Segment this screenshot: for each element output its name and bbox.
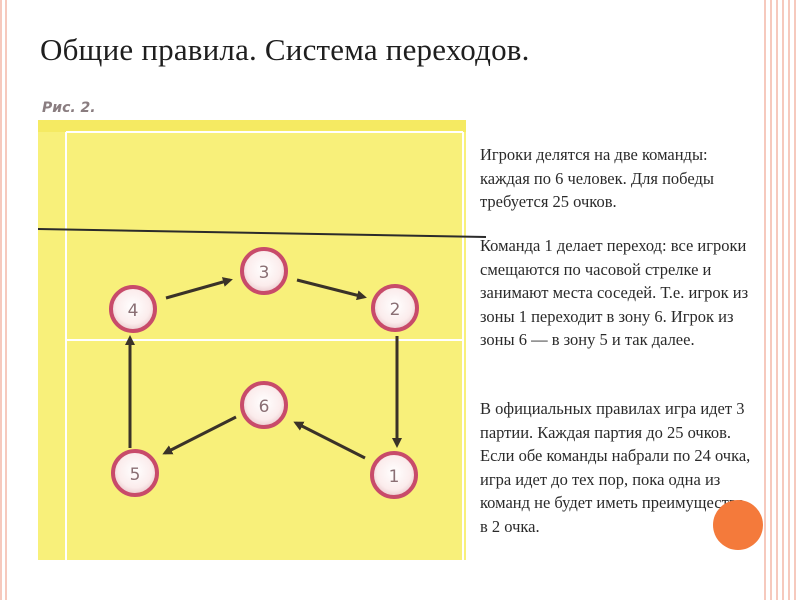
player-zone-1: 1 [370, 451, 418, 499]
zone-6-label: 6 [259, 397, 270, 417]
zone-2-label: 2 [390, 300, 401, 320]
player-zone-4: 4 [109, 285, 157, 333]
figure-label: Рис. 2. [42, 100, 96, 116]
paragraph-rotation: Команда 1 делает переход: все игроки сме… [480, 236, 749, 349]
arrow-4-to-3 [165, 277, 233, 300]
left-decor-stripes [0, 0, 10, 600]
court-top-band [38, 120, 466, 132]
player-zone-2: 2 [371, 284, 419, 332]
slide-title: Общие правила. Система переходов. [40, 32, 530, 67]
right-decor-stripes [760, 0, 800, 600]
orange-decor-circle [713, 500, 763, 550]
player-zone-3: 3 [240, 247, 288, 295]
player-zone-6: 6 [240, 381, 288, 429]
arrow-6-to-5 [162, 415, 237, 455]
paragraph-teams: Игроки делятся на две команды: каждая по… [480, 145, 714, 211]
net-line [37, 228, 487, 238]
zone-5-label: 5 [130, 465, 141, 485]
zone-3-label: 3 [259, 263, 270, 283]
zone-4-label: 4 [128, 301, 139, 321]
zone-1-label: 1 [389, 467, 400, 487]
paragraph-official-rules: В официальных правилах игра идет 3 парти… [480, 399, 751, 536]
arrow-1-to-6 [293, 421, 366, 460]
player-zone-5: 5 [111, 449, 159, 497]
arrow-3-to-2 [296, 278, 367, 301]
